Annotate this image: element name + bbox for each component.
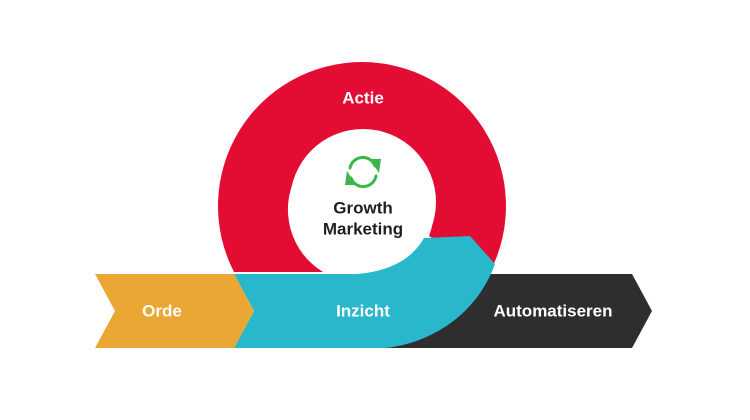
- inzicht-arrow: [234, 236, 495, 348]
- actie-ring: [217, 62, 506, 273]
- center-title-line2: Marketing: [323, 219, 403, 238]
- orde-arrow: [95, 274, 254, 348]
- inzicht-label: Inzicht: [336, 301, 390, 320]
- center-disk: [290, 129, 436, 275]
- actie-label: Actie: [342, 88, 384, 107]
- refresh-cycle-icon: [345, 155, 381, 189]
- center-title-line1: Growth: [333, 198, 393, 217]
- orde-label: Orde: [142, 301, 182, 320]
- automatiseren-label: Automatiseren: [493, 301, 612, 320]
